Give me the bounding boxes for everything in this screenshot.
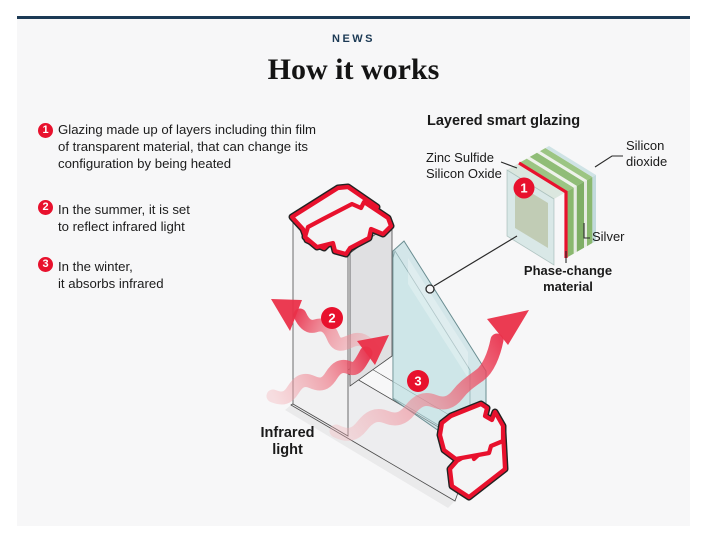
step-3-line-1: In the winter, [58,259,133,274]
cube-side-green-1 [566,187,574,258]
phase-change-line-2: material [543,278,593,294]
cube-top-white-2 [537,151,587,182]
silver-connector [583,223,590,239]
cube-top-blue [545,146,596,177]
infrared-arrows [266,299,529,441]
infrared-line-2: light [272,441,303,458]
transmitted-arrow-head [487,310,529,345]
zinc-connector [500,161,518,169]
incoming-arrow-wave [266,346,373,405]
phase-change-layer-line [518,161,568,258]
cube-top-white-1 [526,156,577,188]
page-title: How it works [267,53,440,86]
summer-badge-circle [321,307,343,329]
cube-badge-circle [513,177,535,199]
step-3-text: In the winter, it absorbs infrared [58,258,164,292]
step-1-line-2: of transparent material, that can change… [58,139,308,154]
step-1-line-3: configuration by being heated [58,156,232,171]
silicon-dioxide-label: Silicon dioxide [626,138,667,169]
cube-side-white-1 [573,185,577,254]
cube-side-white-2 [584,180,587,248]
step-3-line-2: it absorbs infrared [58,276,164,291]
silver-label: Silver [592,229,625,244]
kicker: NEWS [332,33,375,45]
silicon-dioxide-line-1: Silicon [626,138,665,153]
step-1-badge: 1 [38,123,53,138]
label-connectors [425,155,623,294]
diagram-badges: 1 2 3 [321,177,535,392]
winter-badge-circle [407,370,429,392]
cube-badge-number: 1 [520,181,527,196]
glazing-cube [506,146,596,266]
infrared-line-1: Infrared [260,425,315,441]
reflected-arrow-wave [293,308,381,358]
step-3-badge: 3 [38,257,53,272]
phase-change-line-1: Phase-change [523,263,613,278]
reflected-arrow-head [271,299,302,331]
frame-shadow [285,405,455,508]
zinc-sulfide-label: Zinc Sulfide Silicon Oxide [426,150,502,181]
cube-front-top-sliver [507,163,566,199]
silicon-dioxide-connector [594,155,623,168]
zinc-line-2: Silicon Oxide [426,165,502,181]
cube-top-green-2 [529,152,584,186]
top-profile [288,183,395,258]
cube-to-window-dot [425,284,435,294]
cube-top-green-3 [540,148,593,181]
transmitted-arrow-wave [329,333,504,441]
bottom-profile [436,400,509,501]
step-2-line-2: to reflect infrared light [58,219,185,234]
step-2-badge: 2 [38,200,53,215]
top-profile-sash-red [302,199,394,257]
silicon-dioxide-line-2: dioxide [626,153,668,169]
cube-side-green-3 [587,177,593,247]
step-1-line-1: Glazing made up of layers including thin… [58,122,317,137]
glazing-title: Layered smart glazing [427,113,581,129]
glass-highlight [408,258,468,378]
cube-to-window-line [433,235,518,287]
incoming-arrow-head [357,335,389,365]
step-2-line-1: In the summer, it is set [58,202,190,217]
step-1-text: Glazing made up of layers including thin… [58,121,316,172]
summer-badge-number: 2 [328,311,335,326]
cube-side-green-2 [576,181,584,252]
winter-badge-number: 3 [414,374,421,389]
infrared-light-label: Infrared light [245,425,330,458]
cube-inner-tint [515,183,548,248]
bottom-profile-sash-red [437,401,506,462]
phase-change-label: Phase-change material [518,263,618,294]
cube-side-blue [592,175,596,243]
step-2-text: In the summer, it is set to reflect infr… [58,201,190,235]
cube-top-green-1 [519,158,574,192]
zinc-line-1: Zinc Sulfide [426,150,494,165]
